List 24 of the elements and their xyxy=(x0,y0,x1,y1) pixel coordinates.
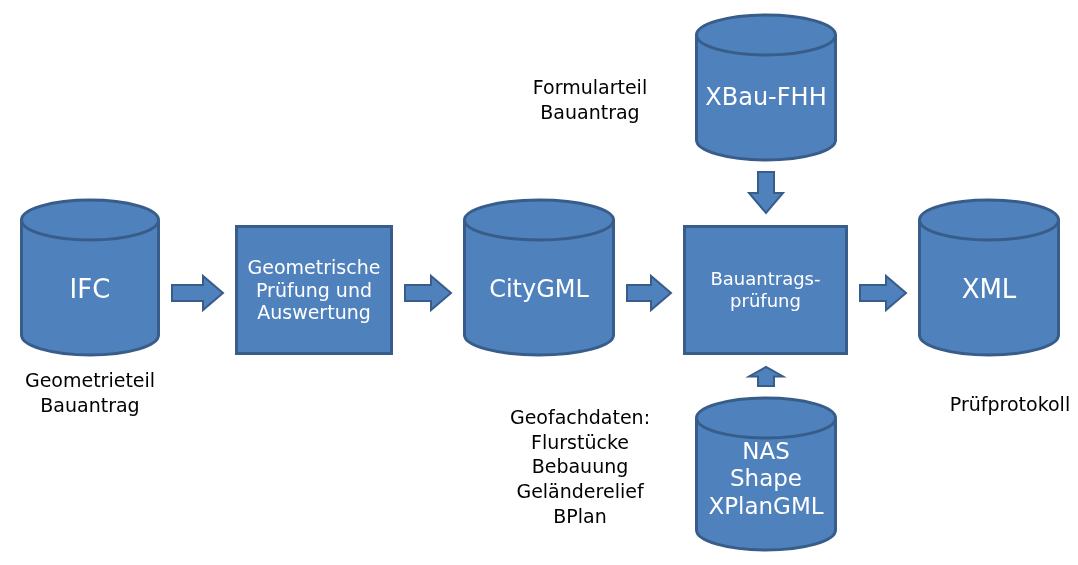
node-label: CityGML xyxy=(489,275,589,304)
node-label: XBau-FHH xyxy=(705,83,827,112)
block-arrow xyxy=(626,273,673,313)
block-arrow xyxy=(859,273,908,313)
caption-text: Prüfprotokoll xyxy=(949,392,1071,417)
node-label: Bauantrags-prüfung xyxy=(709,268,822,312)
database-cylinder xyxy=(20,200,160,355)
block-arrow xyxy=(745,365,787,387)
node-label: NAS Shape XPlanGML xyxy=(708,437,824,521)
caption-text: Formularteil Bauantrag xyxy=(532,75,648,125)
process-box xyxy=(683,225,848,355)
caption-text: Geofachdaten: Flurstücke Bebauung Geländerelief BPlan xyxy=(509,405,651,529)
block-arrow xyxy=(746,171,786,215)
database-cylinder xyxy=(918,200,1060,355)
caption-text: Geometrieteil Bauantrag xyxy=(24,368,156,418)
node-label: IFC xyxy=(69,273,111,306)
node-label: Geometrische Prüfung und Auswertung xyxy=(246,255,382,325)
block-arrow xyxy=(404,273,453,313)
node-label: XML xyxy=(961,273,1017,306)
database-cylinder xyxy=(695,398,837,550)
process-box xyxy=(235,225,393,355)
block-arrow xyxy=(171,273,225,313)
database-cylinder xyxy=(695,15,837,160)
database-cylinder xyxy=(463,200,615,355)
